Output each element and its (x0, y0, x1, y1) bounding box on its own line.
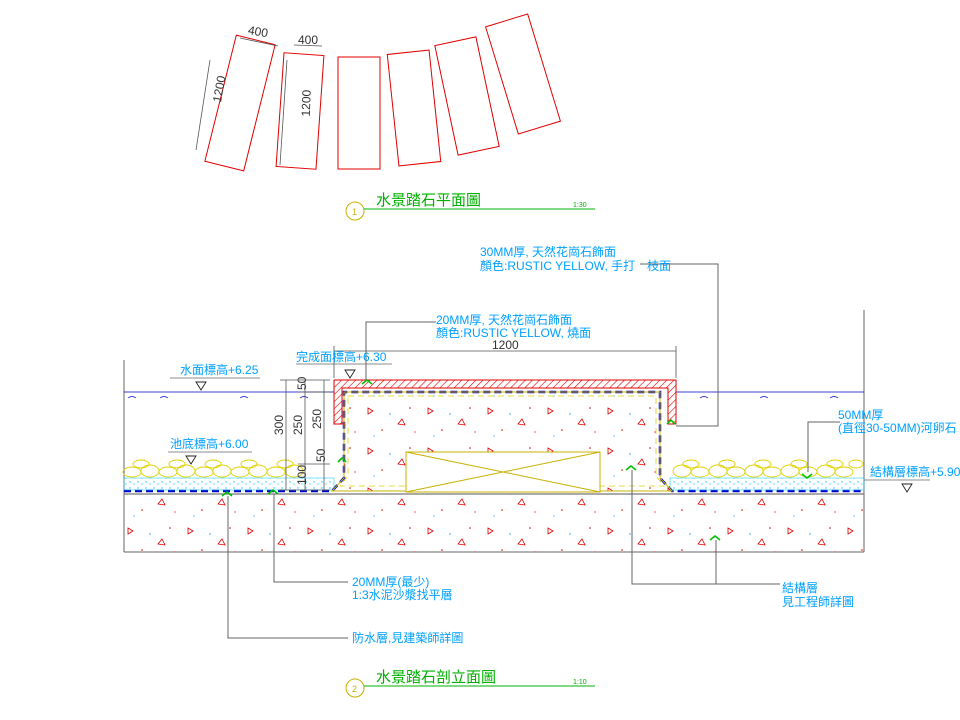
plan-title-number: 1 (352, 207, 357, 217)
pebbles-right (672, 459, 864, 478)
stepping-stone (434, 36, 500, 156)
screed-note-1: 20MM厚(最少) (352, 575, 429, 589)
pebble-note-2: (直徑30-50MM)河卵石 (838, 421, 957, 435)
plan-scale: 1:30 (573, 202, 587, 209)
pool-bottom-label: 池底標高+6.00 (170, 436, 249, 451)
void-box (405, 451, 601, 493)
dim-300: 300 (272, 415, 286, 435)
dim-1200: 1200 (492, 338, 519, 352)
plan-dimensions (195, 37, 323, 166)
structure-note-1: 結構層 (782, 581, 818, 595)
stepping-stone (484, 13, 562, 135)
stepping-stone (204, 34, 276, 172)
dim-250a: 250 (291, 415, 305, 435)
stepping-stone (386, 49, 442, 167)
vertical-dimensions (280, 379, 330, 491)
plan-dim-length-1: 1200 (210, 74, 228, 103)
plan-view: 400 400 1200 1200 1 水景踏石平面圖 1:30 (195, 13, 595, 221)
stepping-stones (204, 13, 562, 172)
green-arrows (221, 378, 813, 541)
section-view: 1200 300 250 250 50 50 100 30MM厚, 天然花崗石飾… (122, 244, 960, 698)
dim-50a: 50 (295, 376, 309, 390)
dim-50b: 50 (314, 448, 328, 462)
screed-layer (669, 477, 865, 491)
section-title-number: 2 (352, 684, 357, 694)
dim-1200-line (333, 346, 677, 378)
pebble-note-1: 50MM厚 (838, 408, 883, 422)
note-top-line-1: 30MM厚, 天然花崗石飾面 (480, 244, 616, 259)
section-scale: 1:10 (573, 679, 587, 686)
dim-100: 100 (295, 465, 309, 485)
note-mid-line-1: 20MM厚, 天然花崗石飾面 (436, 312, 572, 327)
granite-cap (333, 379, 677, 425)
screed-layer (123, 477, 335, 491)
screed-note-2: 1:3水泥沙漿找平層 (352, 587, 453, 602)
structure-note-2: 見工程師詳圖 (782, 594, 854, 609)
plan-dim-length-2: 1200 (299, 89, 314, 116)
section-title-circle (345, 678, 365, 698)
structure-level-label: 結構層標高+5.90 (870, 464, 960, 479)
stepping-stone (275, 52, 325, 170)
stepping-stone (337, 56, 381, 170)
structural-slab (124, 494, 864, 552)
dim-250b: 250 (310, 409, 324, 429)
finish-level-label: 完成面標高+6.30 (296, 349, 387, 364)
plan-title: 水景踏石平面圖 (376, 192, 481, 209)
level-markers (185, 369, 913, 493)
plan-dim-width-1: 400 (247, 23, 269, 40)
plan-dim-width-2: 400 (298, 33, 318, 47)
note-mid-line-2: 顏色:RUSTIC YELLOW, 燒面 (436, 325, 591, 340)
waterproof-note: 防水層,見建築師詳圖 (352, 630, 463, 645)
pebbles-left (122, 459, 304, 478)
note-top-line-2: 顏色:RUSTIC YELLOW, 手打 枝面 (480, 258, 671, 273)
water-level-label: 水面標高+6.25 (180, 362, 259, 377)
plan-title-circle (345, 201, 365, 221)
section-title: 水景踏石剖立面圖 (376, 669, 496, 686)
